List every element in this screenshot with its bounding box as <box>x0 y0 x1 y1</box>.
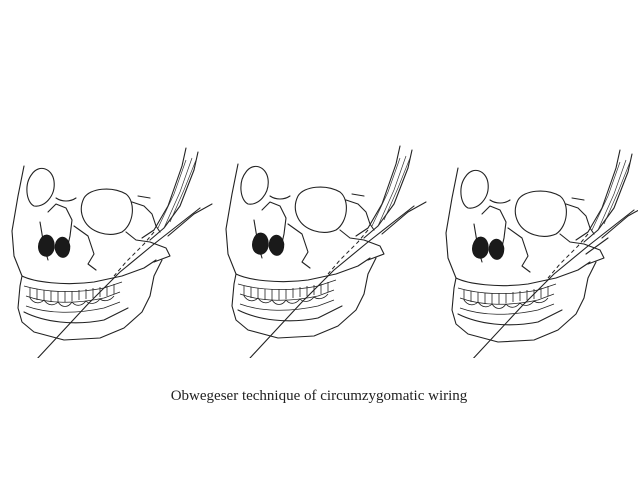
skull-illustration-center <box>225 145 427 358</box>
skull-illustration-left <box>11 147 213 358</box>
skull-illustration-right <box>445 149 638 358</box>
illustration-svg <box>11 145 638 358</box>
illustration-figure <box>0 118 638 358</box>
figure-caption: Obwegeser technique of circumzygomatic w… <box>170 388 468 404</box>
